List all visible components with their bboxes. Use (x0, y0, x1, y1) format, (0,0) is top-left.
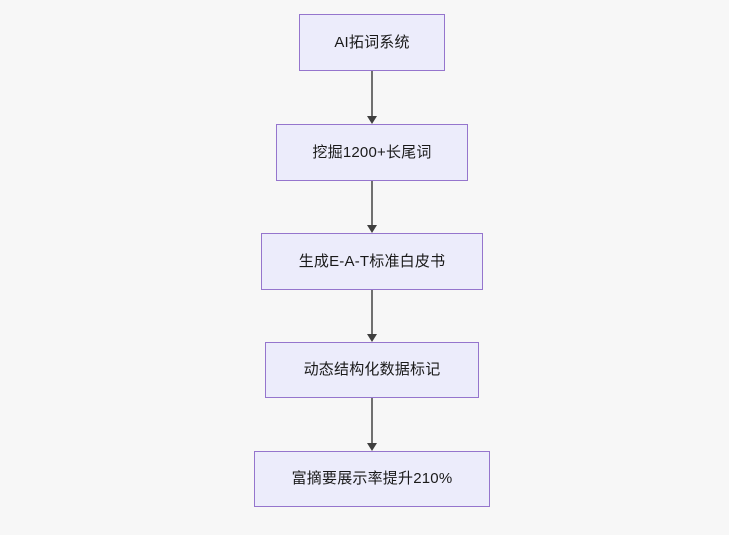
flow-arrow-1 (359, 71, 385, 124)
flow-node-label: 生成E-A-T标准白皮书 (298, 252, 446, 270)
flow-node-label: 挖掘1200+长尾词 (312, 143, 432, 161)
flow-node-label: 动态结构化数据标记 (303, 361, 441, 378)
flow-arrow-4 (359, 398, 385, 451)
flow-arrow-2 (359, 181, 385, 233)
flow-node-label: AI拓词系统 (334, 33, 410, 51)
flow-node-label: 富摘要展示率提升210% (291, 470, 453, 487)
flow-node-3[interactable]: 生成E-A-T标准白皮书 (261, 233, 483, 290)
flow-arrow-3 (359, 290, 385, 342)
flow-node-4[interactable]: 动态结构化数据标记 (265, 342, 479, 398)
flow-node-5[interactable]: 富摘要展示率提升210% (254, 451, 490, 507)
flow-node-1[interactable]: AI拓词系统 (299, 14, 445, 71)
flow-node-2[interactable]: 挖掘1200+长尾词 (276, 124, 468, 181)
